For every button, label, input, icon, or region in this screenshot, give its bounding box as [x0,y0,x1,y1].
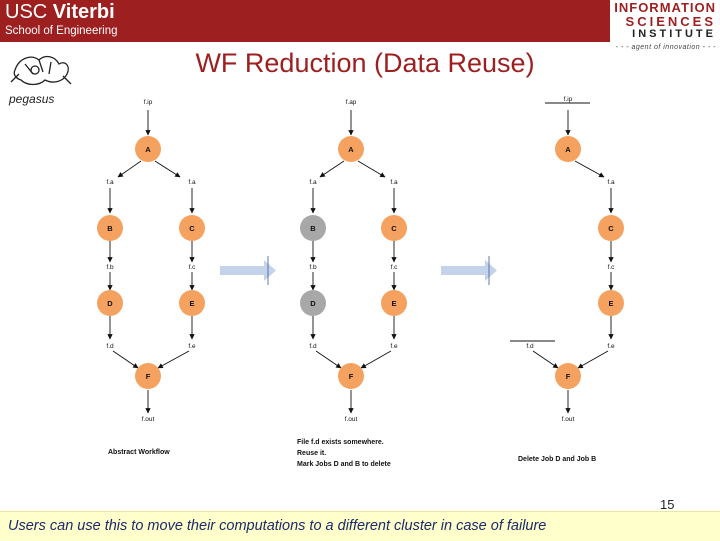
job-label: D [107,299,113,308]
job-label: F [349,372,354,381]
job-label: C [391,224,397,233]
job-node-a [338,136,364,162]
diagram-caption: Reuse it. [297,450,326,457]
workflow-reduction-diagram: f.ip f.a f.a f.b f.c f.d f.e f.out A B C… [97,96,624,468]
job-label: E [189,299,194,308]
diagram-caption: Mark Jobs D and B to delete [297,461,391,468]
job-node-b [97,215,123,241]
job-label: E [608,299,613,308]
file-label: f.a [309,179,317,186]
job-node-d [97,290,123,316]
diagram-caption: Delete Job D and Job B [518,456,596,463]
usc-text: USC [5,1,53,23]
job-label: B [107,224,113,233]
job-node-f [338,363,364,389]
file-label: f.c [391,264,399,271]
job-node-c [598,215,624,241]
file-label: f.out [345,416,358,423]
job-label: E [391,299,396,308]
job-node-f [555,363,581,389]
file-label: f.a [390,179,398,186]
reuse-workflow: f.ap f.a f.a f.b f.c f.d f.e f.out A B C… [297,99,407,468]
file-label: f.ip [564,96,573,103]
job-node-d-marked [300,290,326,316]
file-label: f.d [106,343,114,350]
transition-arrow-1 [220,256,276,285]
page-title: WF Reduction (Data Reuse) [195,48,535,78]
pegasus-logo: pegasus [8,55,72,106]
job-node-e [598,290,624,316]
file-label: f.ip [144,99,153,106]
footer-text: Users can use this to move their computa… [8,518,547,534]
diagram-caption: Abstract Workflow [108,449,170,456]
job-node-a [135,136,161,162]
job-label: C [189,224,195,233]
isi-logo-line2: SCIENCES [625,14,716,29]
usc-viterbi-logo: USC Viterbi School of Engineering [0,0,130,42]
job-label: A [565,145,571,154]
file-label: f.c [608,264,616,271]
job-label: C [608,224,614,233]
job-label: D [310,299,316,308]
file-label: f.b [309,264,317,271]
footer-bar: Users can use this to move their computa… [0,511,720,541]
file-label: f.a [607,179,615,186]
job-node-f [135,363,161,389]
job-node-c [381,215,407,241]
reduced-workflow: f.ip f.a f.c f.d f.e f.out A C E F Delet… [510,96,624,463]
job-node-b-marked [300,215,326,241]
file-label: f.ap [346,99,357,106]
usc-logo-line1: USC Viterbi [5,1,115,24]
pegasus-text: pegasus [8,92,54,106]
job-label: A [145,145,151,154]
job-node-a [555,136,581,162]
page-number: 15 [660,497,675,512]
job-label: F [146,372,151,381]
file-label: f.e [607,343,615,350]
file-label: f.d [309,343,317,350]
file-label: f.out [562,416,575,423]
file-label: f.a [106,179,114,186]
job-node-e [179,290,205,316]
abstract-workflow: f.ip f.a f.a f.b f.c f.d f.e f.out A B C… [97,99,205,456]
file-label: f.e [188,343,196,350]
job-node-e [381,290,407,316]
transition-arrow-2 [441,256,497,285]
job-label: A [348,145,354,154]
isi-tagline: - - - agent of innovation - - - [615,44,716,51]
file-label: f.b [106,264,114,271]
file-label: f.out [142,416,155,423]
file-label: f.c [189,264,197,271]
isi-logo: INFORMATION SCIENCES INSTITUTE - - - age… [610,0,720,56]
usc-logo-line2: School of Engineering [5,25,118,37]
job-node-c [179,215,205,241]
file-label: f.a [188,179,196,186]
file-label: f.d [526,343,534,350]
job-label: F [566,372,571,381]
file-label: f.e [390,343,398,350]
header-bar [130,0,610,42]
viterbi-text: Viterbi [52,1,115,23]
isi-logo-line1: INFORMATION [614,0,716,15]
job-label: B [310,224,316,233]
diagram-caption: File f.d exists somewhere. [297,439,384,446]
isi-logo-line3: INSTITUTE [632,28,716,40]
